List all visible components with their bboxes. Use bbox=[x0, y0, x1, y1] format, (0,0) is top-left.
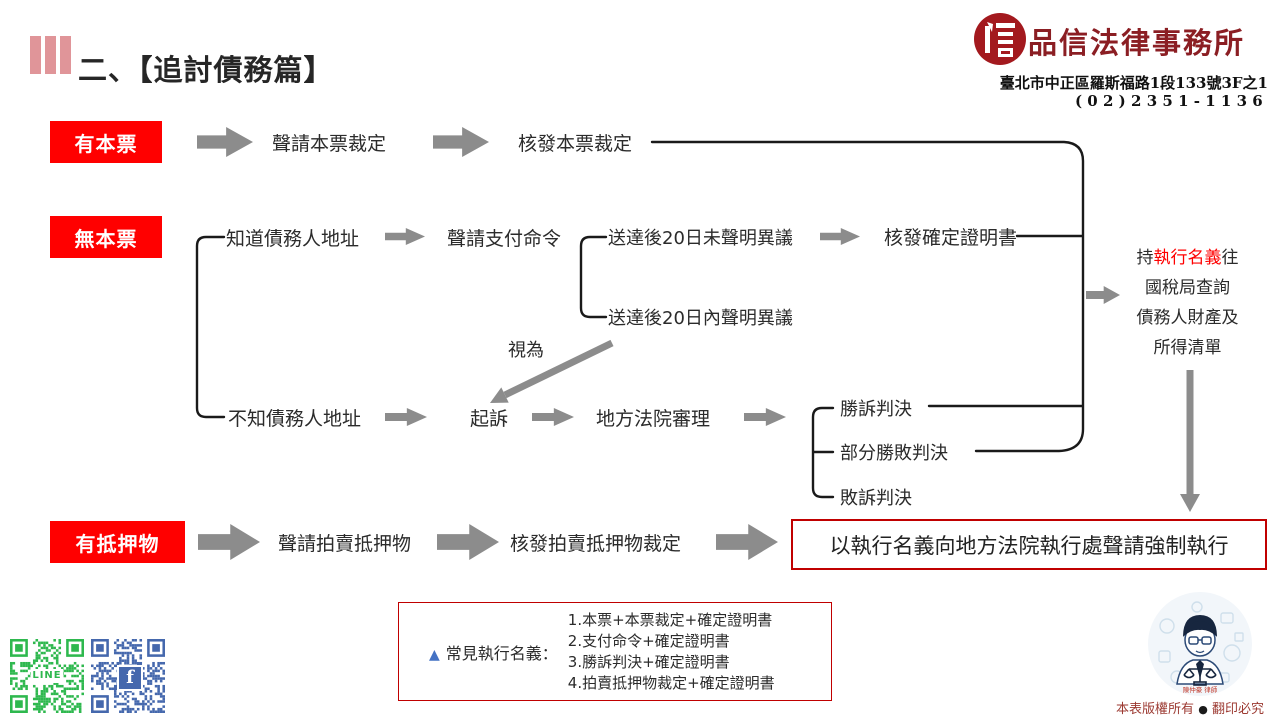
legend-item: 4.拍賣抵押物裁定+確定證明書 bbox=[567, 673, 775, 692]
line-logo-icon: LINE bbox=[31, 669, 63, 683]
copyright-right: 翻印必究 bbox=[1211, 702, 1264, 717]
arrow-right-icon bbox=[437, 524, 499, 560]
firm-address: 臺北市中正區羅斯福路1段133號3F之1 bbox=[999, 74, 1268, 92]
node-apply-auction: 聲請拍賣抵押物 bbox=[278, 532, 412, 555]
tax-line3: 債務人財產及 bbox=[1136, 308, 1239, 328]
legend-title: ▲ 常見執行名義： bbox=[429, 640, 558, 664]
legend-box: ▲ 常見執行名義： 1.本票+本票裁定+確定證明書 2.支付命令+確定證明書 3.… bbox=[398, 602, 832, 701]
line-qr-code bbox=[10, 639, 84, 713]
arrow-right-icon bbox=[820, 228, 860, 245]
tax-line4: 所得清單 bbox=[1153, 338, 1222, 358]
firm-seal-icon bbox=[974, 13, 1026, 65]
node-payment-order: 聲請支付命令 bbox=[447, 227, 562, 250]
arrow-right-icon bbox=[433, 127, 489, 157]
dot-icon: ● bbox=[1198, 703, 1208, 716]
arrow-right-icon bbox=[385, 228, 425, 245]
node-certificate: 核發確定證明書 bbox=[884, 226, 1018, 249]
legend-item: 1.本票+本票裁定+確定證明書 bbox=[567, 610, 773, 629]
arrow-right-icon bbox=[532, 408, 574, 426]
node-objection: 送達後20日內聲明異議 bbox=[608, 308, 793, 329]
firm-phone: (02)2351-1136 bbox=[1074, 92, 1268, 110]
copyright-notice: 本表版權所有 ● 翻印必究 bbox=[1100, 698, 1280, 717]
node-sue: 起訴 bbox=[470, 407, 509, 430]
label-deemed: 視為 bbox=[508, 340, 544, 361]
arrow-right-icon bbox=[385, 408, 427, 426]
tax-line1-prefix: 持 bbox=[1136, 248, 1154, 268]
node-lose-judgment: 敗訴判決 bbox=[840, 488, 912, 509]
node-apply-note-ruling: 聲請本票裁定 bbox=[272, 132, 387, 155]
node-has-collateral: 有抵押物 bbox=[50, 521, 185, 563]
node-has-note: 有本票 bbox=[50, 121, 162, 163]
tax-line2: 國稅局查詢 bbox=[1145, 278, 1230, 298]
tax-line1-suffix: 往 bbox=[1221, 248, 1239, 268]
arrow-right-icon bbox=[744, 408, 786, 426]
avatar-name-label: 陳仲豪 律師 bbox=[1183, 685, 1218, 694]
arrow-right-icon bbox=[716, 524, 778, 560]
node-no-objection: 送達後20日未聲明異議 bbox=[608, 228, 793, 249]
legend-item: 3.勝訴判決+確定證明書 bbox=[567, 652, 730, 671]
legend-items: 1.本票+本票裁定+確定證明書 2.支付命令+確定證明書 3.勝訴判決+確定證明… bbox=[568, 610, 775, 694]
node-compulsory-execution: 以執行名義向地方法院執行處聲請強制執行 bbox=[791, 519, 1267, 570]
node-issue-auction-ruling: 核發拍賣抵押物裁定 bbox=[510, 532, 682, 555]
node-partial-judgment: 部分勝敗判決 bbox=[840, 443, 948, 464]
lawyer-avatar: 陳仲豪 律師 bbox=[1148, 592, 1252, 696]
legend-title-text: 常見執行名義： bbox=[445, 643, 558, 663]
tax-line1-highlight: 執行名義 bbox=[1153, 248, 1222, 268]
node-no-note: 無本票 bbox=[50, 216, 162, 258]
node-unknown-address: 不知債務人地址 bbox=[228, 407, 362, 430]
triangle-icon: ▲ bbox=[429, 646, 440, 663]
firm-name: 品信法律事務所 bbox=[1028, 26, 1246, 60]
node-issue-note-ruling: 核發本票裁定 bbox=[518, 132, 633, 155]
node-win-judgment: 勝訴判決 bbox=[840, 399, 912, 420]
node-known-address: 知道債務人地址 bbox=[226, 227, 360, 250]
facebook-logo-icon: f bbox=[117, 665, 143, 691]
node-district-court: 地方法院審理 bbox=[596, 407, 711, 430]
title-decoration-bars-icon bbox=[30, 36, 71, 74]
arrow-right-icon bbox=[197, 127, 253, 157]
copyright-left: 本表版權所有 bbox=[1116, 702, 1195, 717]
legend-item: 2.支付命令+確定證明書 bbox=[567, 631, 730, 650]
node-tax-office-query: 持執行名義往 國稅局查詢 債務人財產及 所得清單 bbox=[1105, 243, 1270, 363]
down-arrow-icon bbox=[1180, 370, 1200, 512]
arrow-right-icon bbox=[198, 524, 260, 560]
page-title: 二、【追討債務篇】 bbox=[78, 53, 334, 88]
